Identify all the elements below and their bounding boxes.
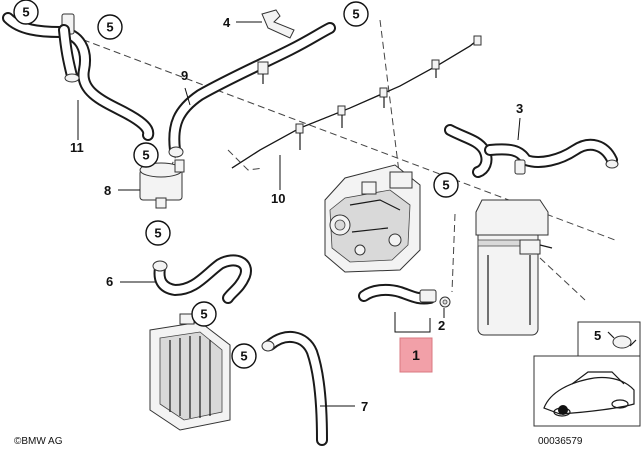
svg-text:5: 5 xyxy=(200,307,207,322)
part-label-1-highlight[interactable]: 1 xyxy=(399,337,433,373)
inset-label-5: 5 xyxy=(594,328,601,343)
component-8 xyxy=(118,159,185,209)
washer-2 xyxy=(439,296,451,318)
part-label-6: 6 xyxy=(106,274,113,289)
part-label-7: 7 xyxy=(361,399,368,414)
callout-5-a: 5 xyxy=(13,0,39,25)
brand-copyright: ©BMW AG xyxy=(14,436,63,447)
cooler-block xyxy=(149,313,231,431)
part-label-11: 11 xyxy=(70,140,84,155)
inset-clip-box xyxy=(577,321,641,361)
svg-text:5: 5 xyxy=(22,5,29,20)
callout-5-g: 5 xyxy=(191,301,217,327)
fuel-filter xyxy=(475,199,553,336)
part-label-2: 2 xyxy=(438,318,445,333)
leader-1 xyxy=(394,312,431,333)
hose-7 xyxy=(261,331,355,446)
svg-text:5: 5 xyxy=(240,349,247,364)
hose-11 xyxy=(2,12,155,141)
callout-5-c: 5 xyxy=(343,1,369,27)
inset-car-box xyxy=(533,355,641,427)
svg-text:5: 5 xyxy=(442,178,449,193)
part-label-8: 8 xyxy=(104,183,111,198)
svg-text:5: 5 xyxy=(142,148,149,163)
drawing-number: 00036579 xyxy=(538,436,583,447)
hose-6 xyxy=(120,254,252,304)
injection-pump xyxy=(324,164,421,273)
part-label-3: 3 xyxy=(516,101,523,116)
callout-5-b: 5 xyxy=(97,14,123,40)
hose-1 xyxy=(358,283,437,305)
callout-5-h: 5 xyxy=(231,343,257,369)
callout-5-f: 5 xyxy=(433,172,459,198)
callout-5-e: 5 xyxy=(145,220,171,246)
fuel-rail-10 xyxy=(231,35,482,190)
svg-text:5: 5 xyxy=(352,7,359,22)
svg-text:5: 5 xyxy=(154,226,161,241)
part-label-10: 10 xyxy=(271,191,285,206)
hose-3 xyxy=(444,117,619,178)
hose-9 xyxy=(168,22,336,158)
svg-text:1: 1 xyxy=(412,347,420,363)
clip-4 xyxy=(236,9,295,39)
callout-5-d: 5 xyxy=(133,142,159,168)
part-label-4: 4 xyxy=(223,15,231,30)
part-label-9: 9 xyxy=(181,68,188,83)
svg-text:5: 5 xyxy=(106,20,113,35)
